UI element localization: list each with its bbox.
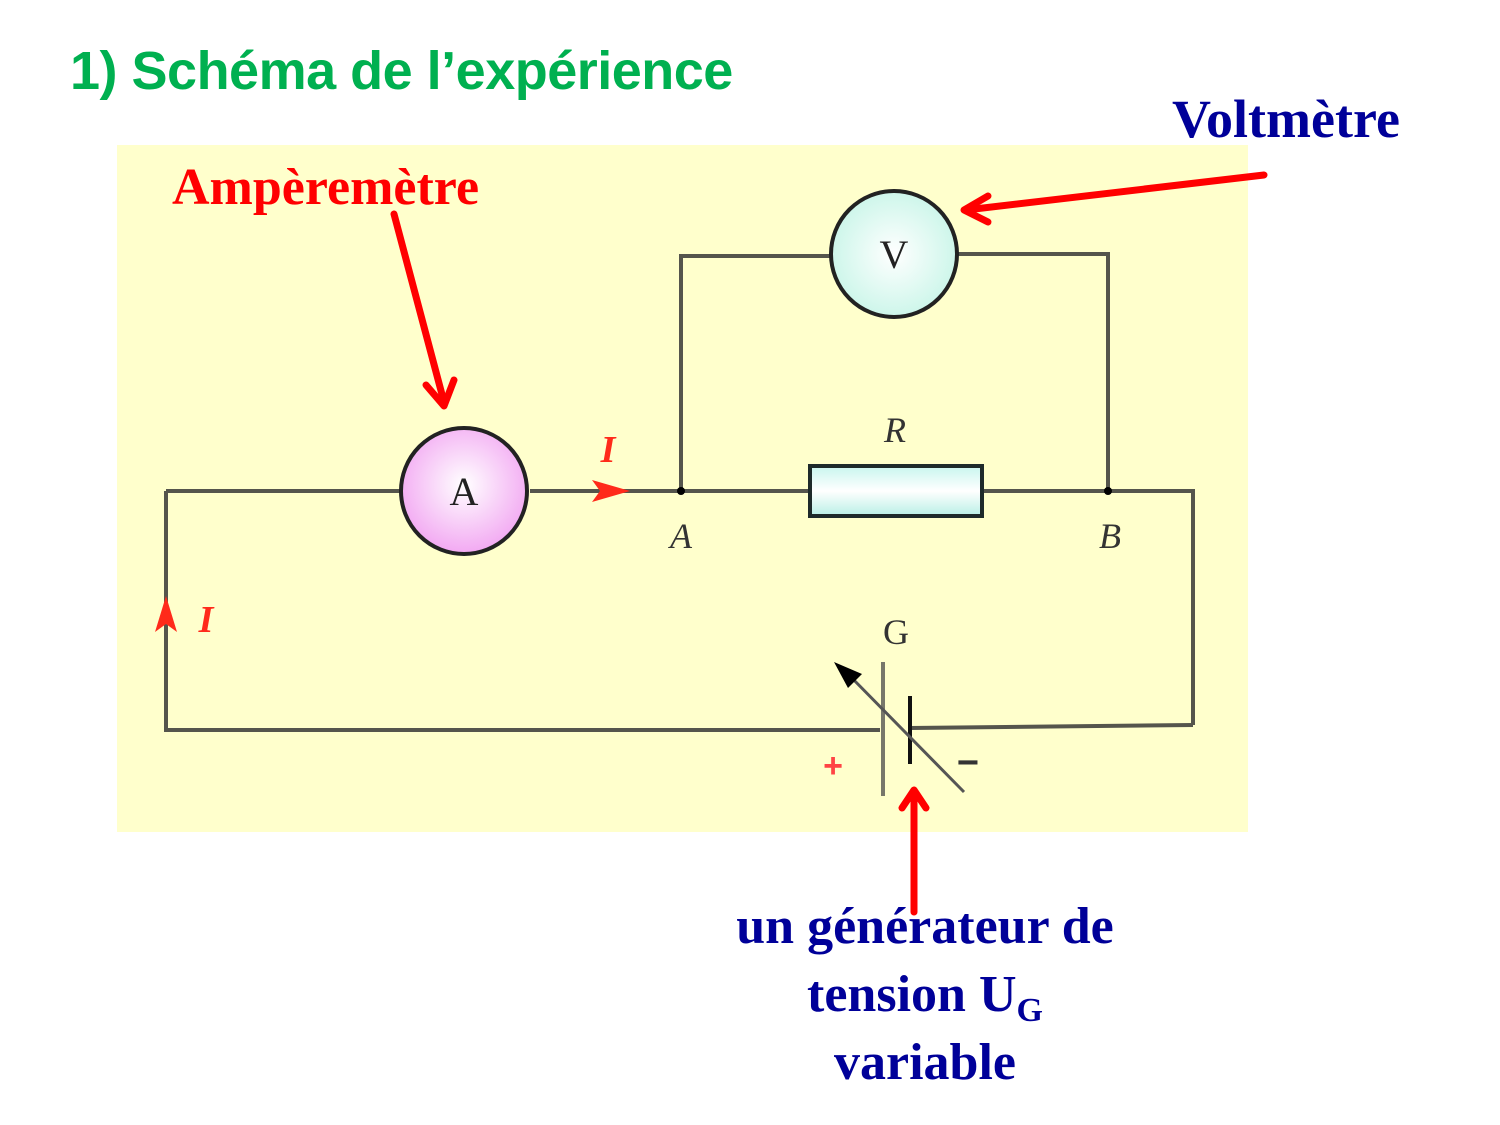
minus-sign: − — [957, 742, 979, 784]
ammeter-label: Ampèremètre — [172, 159, 480, 216]
slide-title: 1) Schéma de l’expérience — [70, 41, 733, 101]
voltmeter-label: Voltmètre — [1172, 89, 1400, 149]
generator-line-1: un générateur de — [736, 898, 1114, 955]
wire-gen-to-right — [909, 723, 1194, 730]
variable-arrow-line — [844, 670, 966, 794]
voltmeter-symbol: V — [880, 232, 909, 277]
variable-arrow-head-icon — [834, 662, 862, 688]
resistor: R — [808, 410, 984, 518]
junction-a — [677, 487, 685, 495]
resistor-label: R — [883, 410, 906, 450]
node-b-label: B — [1099, 516, 1121, 556]
current-arrow-right-icon — [592, 480, 630, 502]
current-arrow-top: I — [592, 429, 630, 502]
wire-voltmeter-right — [958, 252, 1110, 491]
arrow-head-generator-icon — [898, 786, 930, 812]
generator-line-2: tension UG — [660, 961, 1190, 1029]
arrow-to-ammeter — [390, 210, 458, 410]
arrow-to-voltmeter — [960, 171, 1268, 226]
generator-label: G — [883, 612, 909, 652]
wires — [164, 252, 1195, 732]
wire-left-vertical — [164, 491, 880, 732]
arrow-to-generator — [898, 786, 930, 916]
voltmeter: V — [829, 189, 959, 319]
ammeter-symbol: A — [450, 469, 479, 514]
resistor-body — [808, 464, 984, 518]
current-arrow-up-icon — [155, 596, 177, 632]
current-label-top: I — [600, 429, 617, 471]
generator-line-3: variable — [834, 1034, 1016, 1091]
junction-b — [1104, 487, 1112, 495]
generator-line-2-main: tension U — [807, 966, 1017, 1023]
wire-resistor-to-right — [982, 489, 1195, 725]
voltmeter-circle — [829, 189, 959, 319]
ammeter: A — [399, 426, 529, 556]
ammeter-circle — [399, 426, 529, 556]
generator-line-2-sub: G — [1016, 992, 1043, 1029]
wire-voltmeter-left — [679, 254, 830, 491]
plus-sign: + — [823, 747, 843, 785]
current-arrow-left: I — [155, 596, 215, 641]
current-label-left: I — [198, 599, 215, 641]
arrow-head-voltmeter-icon — [960, 192, 992, 226]
generator-description: un générateur de tension UG variable — [660, 893, 1190, 1097]
variable-generator: G + − — [823, 612, 979, 796]
annotation-arrows — [390, 171, 1268, 916]
arrow-head-ammeter-icon — [422, 376, 458, 410]
node-a-label: A — [668, 516, 693, 556]
